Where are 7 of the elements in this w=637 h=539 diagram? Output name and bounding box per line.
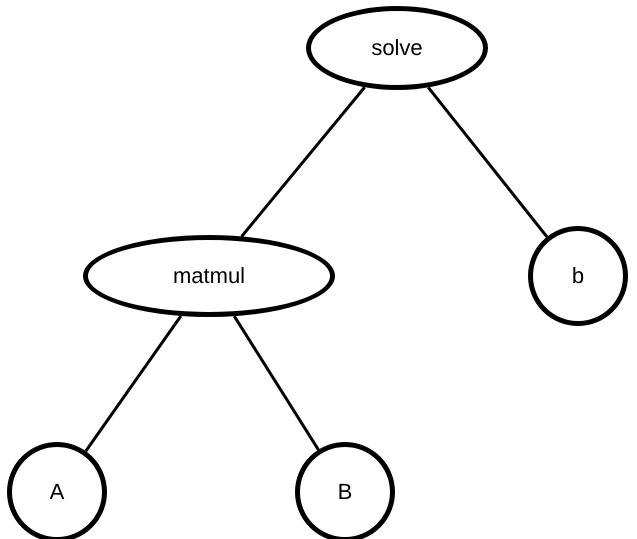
node-label: matmul [172,263,246,289]
node-label: b [572,263,584,289]
node-label: B [338,479,352,505]
connector-line [84,315,182,452]
node-label: A [50,479,64,505]
node-label: solve [371,35,423,61]
connector-line [233,315,320,450]
